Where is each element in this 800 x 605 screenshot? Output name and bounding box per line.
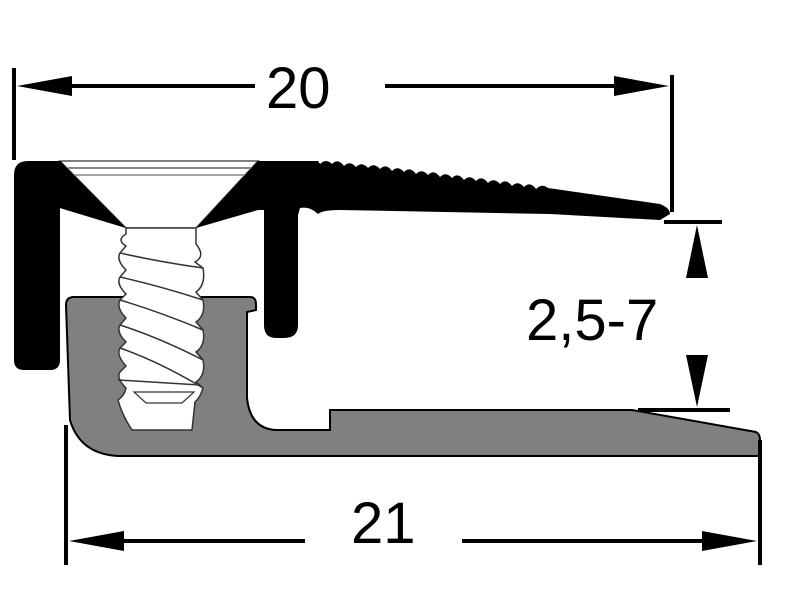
top-profile <box>14 161 670 370</box>
dimension-right <box>638 220 730 412</box>
dimension-label-bottom-width: 21 <box>345 495 422 553</box>
dimension-label-height-range: 2,5-7 <box>522 292 663 350</box>
dimension-label-top-width: 20 <box>260 60 337 118</box>
dimension-bottom <box>64 425 762 565</box>
dimension-top <box>12 68 674 212</box>
